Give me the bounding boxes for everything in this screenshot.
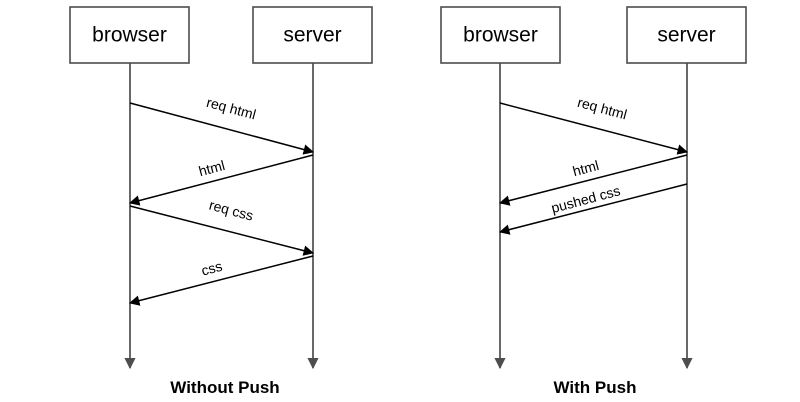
message-arrow — [128, 255, 314, 306]
message-1: html — [128, 154, 314, 206]
participant-box-server — [252, 6, 373, 64]
message-label: req html — [576, 94, 629, 123]
message-label: html — [571, 157, 601, 179]
participant-label-server: server — [657, 24, 715, 47]
participant-box-server — [626, 6, 747, 64]
message-arrow — [498, 154, 688, 206]
message-3: css — [128, 255, 314, 306]
message-0: req html — [499, 94, 689, 155]
participant-label-browser: browser — [463, 24, 538, 47]
message-arrow — [129, 205, 315, 256]
message-label: html — [197, 157, 227, 179]
message-2: pushed css — [498, 182, 688, 235]
panel-caption-without-push: Without Push — [170, 378, 279, 397]
message-arrow — [499, 102, 689, 155]
participant-server: server — [626, 6, 747, 370]
message-1: html — [498, 154, 688, 206]
message-label: css — [199, 258, 223, 279]
panel-caption-with-push: With Push — [554, 378, 637, 397]
panel-with-push: browser server req html html pushed cssWith … — [440, 6, 747, 397]
message-label: req html — [205, 94, 258, 123]
message-arrow — [129, 102, 315, 155]
message-2: req css — [129, 197, 315, 256]
message-label: req css — [207, 197, 255, 224]
participant-label-browser: browser — [92, 24, 167, 47]
participant-label-server: server — [283, 24, 341, 47]
participant-box-browser — [440, 6, 561, 64]
panel-without-push: browser server req html html req css cssWitho… — [69, 6, 373, 397]
message-arrow — [128, 154, 314, 206]
panels-group: browser server req html html req css cssWitho… — [69, 6, 747, 397]
participant-box-browser — [69, 6, 190, 64]
participant-browser: browser — [69, 6, 190, 370]
participant-server: server — [252, 6, 373, 370]
message-0: req html — [129, 94, 315, 155]
participant-browser: browser — [440, 6, 561, 370]
message-arrow — [498, 183, 688, 235]
